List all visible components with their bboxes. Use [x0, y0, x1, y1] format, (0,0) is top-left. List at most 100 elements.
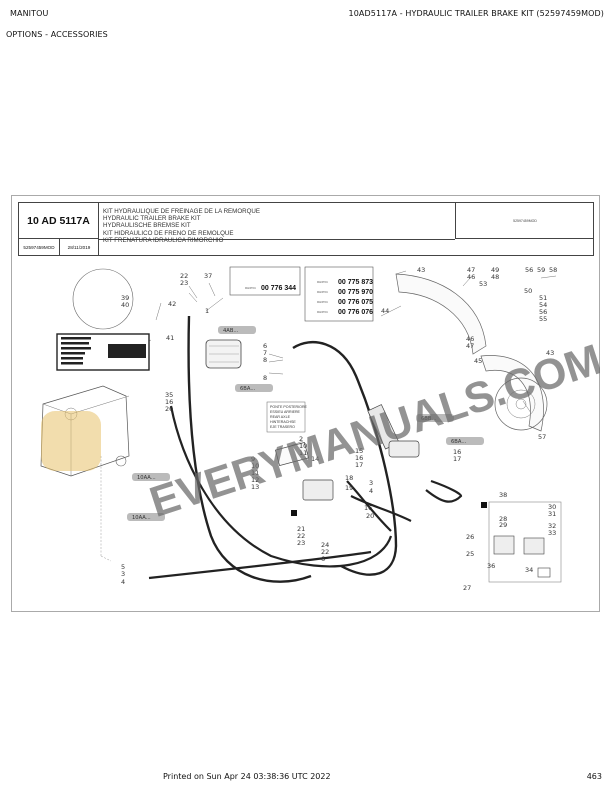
- description-fr: KIT HYDRAULIQUE DE FREINAGE DE LA REMORQ…: [103, 208, 261, 215]
- svg-text:32: 32: [548, 522, 556, 530]
- tag-10aa-1: [132, 473, 170, 481]
- svg-text:42: 42: [168, 300, 176, 308]
- svg-text:47: 47: [466, 342, 474, 350]
- svg-text:50: 50: [524, 287, 532, 295]
- tag-6ba2: [446, 437, 484, 445]
- svg-text:51: 51: [539, 294, 547, 302]
- tag-4ab: [218, 326, 256, 334]
- svg-text:45: 45: [474, 357, 482, 365]
- svg-text:16: 16: [355, 454, 363, 462]
- diagram-frame: [11, 195, 600, 612]
- hose-right-2: [425, 479, 463, 503]
- svg-text:33: 33: [548, 529, 556, 537]
- svg-text:1: 1: [205, 307, 209, 315]
- svg-text:59: 59: [537, 266, 545, 274]
- svg-text:28: 28: [499, 515, 507, 523]
- svg-text:46: 46: [466, 335, 474, 343]
- print-timestamp: Printed on Sun Apr 24 03:38:36 UTC 2022: [163, 772, 331, 781]
- watermark-logo: [41, 411, 101, 471]
- rear-axle-note: [266, 401, 306, 433]
- svg-text:3: 3: [369, 479, 373, 487]
- svg-text:38: 38: [499, 491, 507, 499]
- svg-text:56: 56: [525, 266, 533, 274]
- page-number: 463: [586, 772, 602, 781]
- tag-10aa-2: [127, 513, 165, 521]
- svg-text:MANITOU: MANITOU: [245, 287, 256, 290]
- svg-text:19: 19: [345, 484, 353, 492]
- hydraulic-tank: [40, 385, 130, 477]
- svg-text:43: 43: [417, 266, 425, 274]
- svg-text:10AA...: 10AA...: [137, 475, 156, 481]
- tag-6bb: [416, 414, 454, 422]
- svg-text:ESSIEU ARRIERE: ESSIEU ARRIERE: [270, 410, 301, 414]
- svg-text:MANITOU: MANITOU: [317, 311, 328, 314]
- title-block: 10 AD 5117A 52597459MOD 28/11/2019 KIT H…: [18, 202, 594, 256]
- document-title: 10AD5117A - HYDRAULIC TRAILER BRAKE KIT …: [348, 9, 604, 18]
- svg-text:6BA...: 6BA...: [240, 386, 256, 392]
- svg-text:20: 20: [165, 405, 173, 413]
- svg-text:55: 55: [539, 315, 547, 323]
- svg-text:53: 53: [479, 280, 487, 288]
- exploded-parts-diagram: 4AB... 6BA... 6BB... 6BA... 10AA... 10AA…: [40, 266, 600, 592]
- svg-text:43: 43: [546, 349, 554, 357]
- svg-text:20: 20: [366, 512, 374, 520]
- svg-text:54: 54: [539, 301, 547, 309]
- hose-loop-1: [292, 340, 398, 576]
- svg-text:36: 36: [487, 562, 495, 570]
- svg-text:PONTE POSTERIORE: PONTE POSTERIORE: [270, 405, 308, 409]
- svg-text:6BA...: 6BA...: [451, 439, 467, 445]
- manifold-block: [302, 479, 334, 501]
- svg-text:10: 10: [299, 442, 307, 450]
- svg-text:00 776 076: 00 776 076: [338, 309, 373, 316]
- svg-text:2: 2: [299, 435, 303, 443]
- svg-text:17: 17: [453, 455, 461, 463]
- svg-text:00 776 344: 00 776 344: [261, 285, 296, 292]
- svg-text:23: 23: [297, 539, 305, 547]
- svg-text:16: 16: [453, 448, 461, 456]
- hose-main-left: [187, 315, 312, 583]
- svg-text:HINTERACHSE: HINTERACHSE: [270, 420, 296, 424]
- svg-text:8: 8: [263, 374, 267, 382]
- part-number-box-1: [229, 266, 301, 296]
- svg-text:11: 11: [251, 469, 259, 477]
- svg-text:5: 5: [121, 563, 125, 571]
- section-label: OPTIONS - ACCESSORIES: [6, 30, 108, 39]
- svg-text:57: 57: [538, 433, 546, 441]
- kit-descriptions: KIT HYDRAULIQUE DE FREINAGE DE LA REMORQ…: [103, 208, 260, 244]
- hose-bottom: [148, 550, 372, 580]
- fender-left: [395, 273, 487, 355]
- svg-text:35: 35: [165, 391, 173, 399]
- svg-text:6BB...: 6BB...: [421, 416, 437, 422]
- hose-right: [350, 495, 412, 522]
- svg-text:13: 13: [251, 483, 259, 491]
- kit-date: 28/11/2019: [60, 239, 99, 256]
- description-de: HYDRAULISCHE BREMSE KIT: [103, 222, 191, 230]
- svg-text:4: 4: [121, 578, 125, 586]
- svg-text:22: 22: [297, 532, 305, 540]
- svg-text:46: 46: [467, 273, 475, 281]
- valve-kit-box: [488, 501, 562, 583]
- valve-plate: [275, 441, 309, 467]
- part-number-box-2: [304, 266, 374, 322]
- tag-6ba: [235, 384, 273, 392]
- svg-text:34: 34: [525, 566, 533, 574]
- svg-text:27: 27: [463, 584, 471, 592]
- kit-reference: 52597459MOD: [19, 239, 60, 256]
- kit-code: 10 AD 5117A: [19, 203, 99, 239]
- svg-text:10AA...: 10AA...: [132, 515, 151, 521]
- svg-text:18: 18: [345, 474, 353, 482]
- svg-text:4: 4: [369, 487, 373, 495]
- svg-text:41: 41: [166, 334, 174, 342]
- svg-text:12: 12: [251, 476, 259, 484]
- svg-text:7: 7: [263, 349, 267, 357]
- svg-text:10: 10: [251, 462, 259, 470]
- svg-text:EJE TRASERO: EJE TRASERO: [270, 425, 295, 429]
- svg-text:24: 24: [321, 541, 329, 549]
- svg-text:25: 25: [466, 550, 474, 558]
- brand-label: MANITOU: [10, 9, 49, 18]
- svg-text:9: 9: [251, 455, 255, 463]
- fender-right: [480, 355, 544, 432]
- description-it: KIT FRENATURA IDRAULICA RIMORCHIO: [103, 236, 224, 244]
- svg-text:26: 26: [466, 533, 474, 541]
- svg-text:4AB...: 4AB...: [223, 328, 239, 334]
